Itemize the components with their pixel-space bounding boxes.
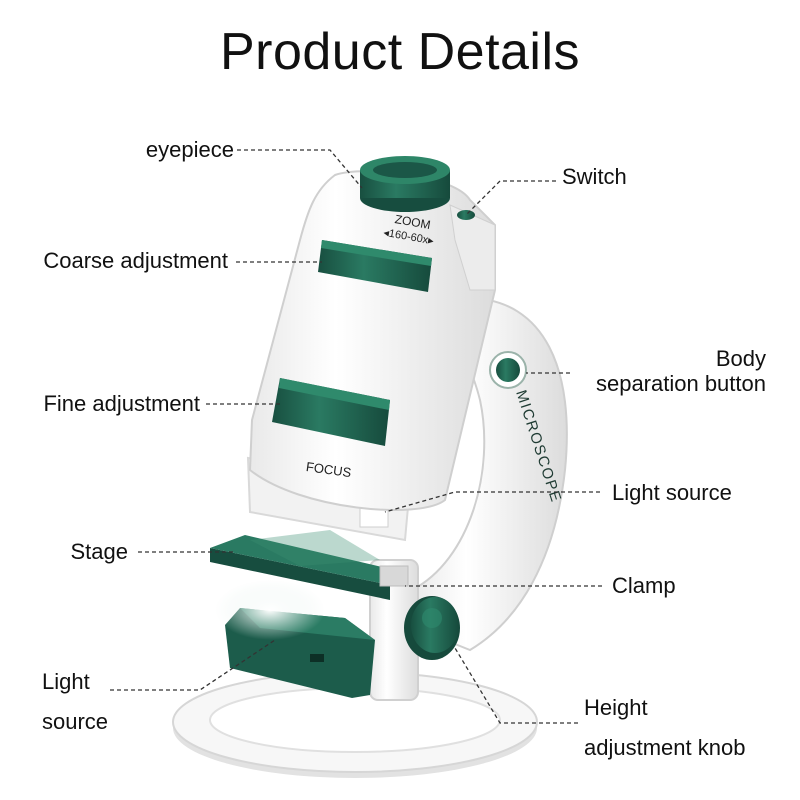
label-light-source-lower-line1: Light: [42, 669, 90, 694]
leader-height: [454, 647, 578, 724]
label-light-source-lower-line2: source: [42, 708, 109, 734]
label-coarse-adjustment: Coarse adjustment: [43, 248, 228, 273]
zoom-text: ZOOM: [394, 212, 432, 232]
label-body-separation-line1: Body: [715, 346, 766, 371]
leader-light-lower: [110, 639, 276, 691]
body-separation-button[interactable]: [489, 351, 527, 389]
label-clamp: Clamp: [612, 573, 676, 598]
stage-clamp: [379, 565, 409, 587]
label-light-source-lower: Light source: [42, 662, 108, 741]
lower-light-source: [215, 580, 375, 698]
height-adjustment-knob[interactable]: [404, 596, 460, 660]
label-height-line2: adjustment knob: [584, 734, 746, 760]
label-body-separation-button: Body separation button: [596, 346, 766, 397]
label-height-adjustment-knob: Height adjustment knob: [584, 688, 745, 767]
label-switch: Switch: [562, 164, 627, 189]
label-light-source-upper: Light source: [612, 480, 732, 505]
coarse-adjustment-ring[interactable]: [318, 240, 432, 292]
label-stage: Stage: [70, 539, 129, 564]
microscope-arm: [411, 296, 568, 652]
switch-button[interactable]: [457, 210, 475, 220]
page-title: Product Details: [219, 23, 581, 81]
fine-adjustment-ring[interactable]: [272, 378, 390, 446]
label-fine-adjustment: Fine adjustment: [43, 391, 200, 416]
microscope-stage: [210, 530, 395, 600]
leader-eyepiece: [237, 149, 363, 189]
leader-lines: [110, 149, 602, 724]
label-eyepiece: eyepiece: [145, 137, 234, 162]
base-ring: [172, 671, 538, 778]
leader-switch: [465, 180, 556, 216]
label-body-separation-line2: separation button: [595, 371, 766, 397]
focus-text: FOCUS: [305, 459, 352, 480]
label-height-line1: Height: [584, 695, 648, 720]
eyepiece: [360, 156, 450, 212]
